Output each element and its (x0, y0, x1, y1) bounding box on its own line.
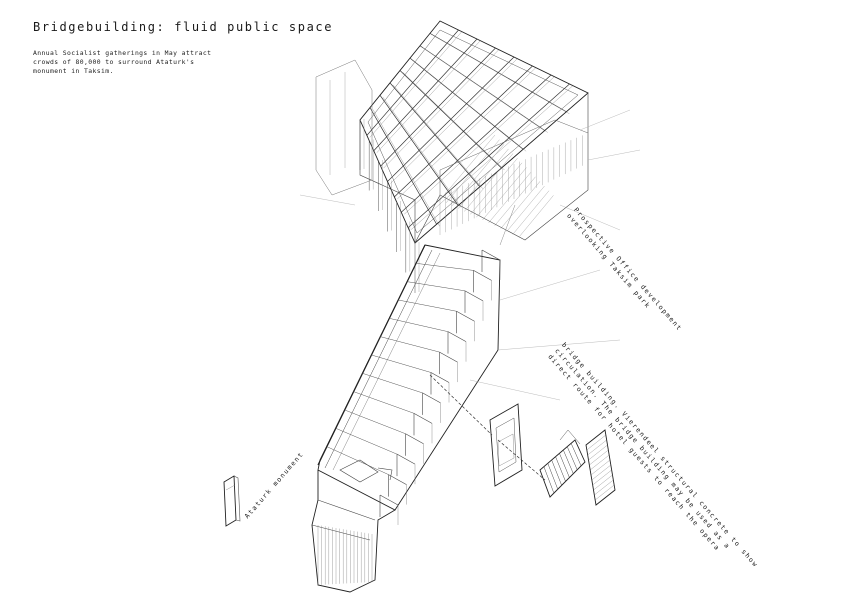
drawing-line (547, 463, 559, 490)
drawing-line (335, 428, 398, 455)
drawing-line (379, 494, 399, 506)
drawing-line (512, 190, 550, 235)
drawing-line (396, 453, 416, 465)
drawing-line (399, 70, 502, 169)
drawing-line (407, 281, 466, 292)
drawing-line (566, 446, 578, 470)
drawing-line (518, 195, 554, 238)
drawing-line (380, 336, 440, 353)
drawing-line (570, 443, 582, 466)
drawing-line (559, 453, 570, 478)
ataturk-monument (223, 475, 241, 527)
drawing-line (594, 479, 614, 496)
drawing-line (397, 67, 536, 200)
drawing-line (588, 444, 608, 461)
drawing-line (382, 97, 462, 208)
drawing-line (326, 446, 389, 475)
description-line: crowds of 80,000 to surround Ataturk's (33, 58, 195, 66)
sheet-description: Annual Socialist gatherings in May attra… (33, 49, 211, 76)
drawing-line (473, 270, 492, 281)
drawing-line (388, 474, 407, 485)
drawing-line (372, 109, 440, 227)
drawing-line (551, 459, 562, 486)
drawing-line (476, 162, 523, 218)
drawing-line (398, 299, 457, 312)
drawing-line (590, 454, 610, 471)
drawing-line (500, 181, 541, 229)
drawing-line (401, 74, 552, 213)
drawing-line (586, 434, 606, 451)
drawing-line (404, 76, 555, 215)
drawing-line (464, 153, 514, 212)
drawing-line (447, 331, 467, 342)
drawing-line (488, 172, 532, 223)
drawing-line (430, 372, 450, 383)
drawing-line (439, 134, 496, 201)
drawing-line (413, 413, 433, 424)
drawing-line (362, 373, 423, 394)
drawing-line (456, 310, 475, 322)
drawing-line (410, 85, 573, 230)
drawing-line (587, 439, 607, 456)
bridge-building (311, 204, 621, 593)
exploded-details (429, 374, 616, 506)
drawing-line (445, 139, 500, 203)
sheet-title: Bridgebuilding: fluid public space (33, 20, 334, 34)
drawing-line (439, 351, 458, 363)
drawing-line (344, 409, 406, 434)
drawing-line (482, 167, 527, 221)
drawing-line (407, 83, 570, 228)
drawing-line (369, 107, 437, 225)
drawing-line (593, 474, 613, 491)
drawing-line (394, 65, 533, 198)
drawing-line (389, 82, 481, 187)
drawing-line (371, 354, 432, 373)
drawing-line (392, 84, 484, 189)
drawing-line (591, 464, 611, 481)
drawing-line (470, 158, 518, 215)
drawing-line (389, 318, 449, 332)
description-line: Annual Socialist gatherings in May attra… (33, 49, 212, 57)
description-line: monument in Taksim. (33, 67, 114, 75)
drawing-line (452, 144, 505, 206)
drawing-line (464, 290, 484, 302)
drawing-line (353, 391, 415, 414)
drawing-line (422, 392, 441, 404)
drawing-line (494, 176, 536, 226)
office-block (299, 20, 641, 293)
drawing-line (481, 249, 501, 261)
drawing-line (416, 263, 474, 271)
drawing-line (563, 449, 574, 474)
drawing-line (589, 449, 609, 466)
drawing-line (458, 148, 509, 209)
drawing-line (405, 433, 424, 445)
drawing-line (592, 469, 612, 486)
drawing-line (590, 459, 611, 476)
drawing-line (543, 466, 555, 494)
drawing-line (555, 456, 566, 482)
drawing-line (506, 185, 545, 232)
drawing-line (595, 484, 615, 501)
drawing-line (379, 95, 459, 206)
